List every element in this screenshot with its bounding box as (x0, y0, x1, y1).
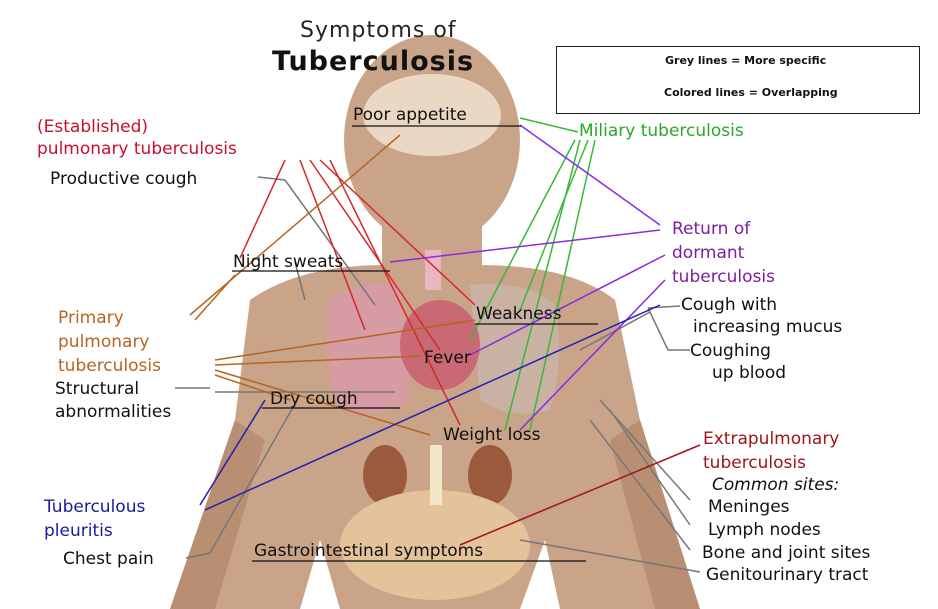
night-sweats-label: Night sweats (233, 251, 343, 273)
primary-label-2: pulmonary (58, 331, 150, 353)
structural-label-1: Structural (55, 378, 139, 400)
gastrointestinal-label: Gastrointestinal symptoms (254, 540, 483, 562)
site-genitourinary: Genitourinary tract (706, 564, 868, 586)
dormant-label-3: tuberculosis (672, 266, 775, 288)
dry-cough-label: Dry cough (270, 388, 358, 410)
established-label-2: pulmonary tuberculosis (37, 138, 237, 160)
site-bone-joint: Bone and joint sites (702, 542, 870, 564)
site-lymph-nodes: Lymph nodes (708, 519, 821, 541)
common-sites-header: Common sites: (712, 474, 839, 496)
cough-mucus-label-2: increasing mucus (693, 316, 842, 338)
heart (400, 300, 480, 390)
extrapulmonary-label-2: tuberculosis (703, 452, 806, 474)
weight-loss-label: Weight loss (443, 424, 540, 446)
chest-pain-label: Chest pain (63, 548, 154, 570)
weakness-label: Weakness (476, 303, 561, 325)
site-meninges: Meninges (708, 496, 790, 518)
pleuritis-label-2: pleuritis (44, 520, 113, 542)
spine (430, 445, 442, 505)
productive-cough-label: Productive cough (50, 168, 197, 190)
primary-label-3: tuberculosis (58, 355, 161, 377)
established-label-1: (Established) (37, 116, 148, 138)
primary-label-1: Primary (58, 307, 124, 329)
title-line1: Symptoms of (300, 20, 457, 42)
pleuritis-label-1: Tuberculous (44, 496, 145, 518)
extrapulmonary-label-1: Extrapulmonary (703, 428, 839, 450)
poor-appetite-label: Poor appetite (353, 104, 467, 126)
dormant-label-1: Return of (672, 218, 750, 240)
coughing-blood-label-1: Coughing (690, 340, 771, 362)
miliary-label: Miliary tuberculosis (579, 120, 744, 142)
legend-grey-label: Grey lines = More specific (665, 54, 826, 67)
title-line2: Tuberculosis (272, 51, 474, 73)
fever-label: Fever (424, 347, 471, 369)
coughing-blood-label-2: up blood (712, 362, 786, 384)
cough-mucus-label-1: Cough with (681, 294, 777, 316)
dormant-label-2: dormant (672, 242, 744, 264)
structural-label-2: abnormalities (55, 401, 171, 423)
legend-colored-label: Colored lines = Overlapping (664, 86, 838, 99)
